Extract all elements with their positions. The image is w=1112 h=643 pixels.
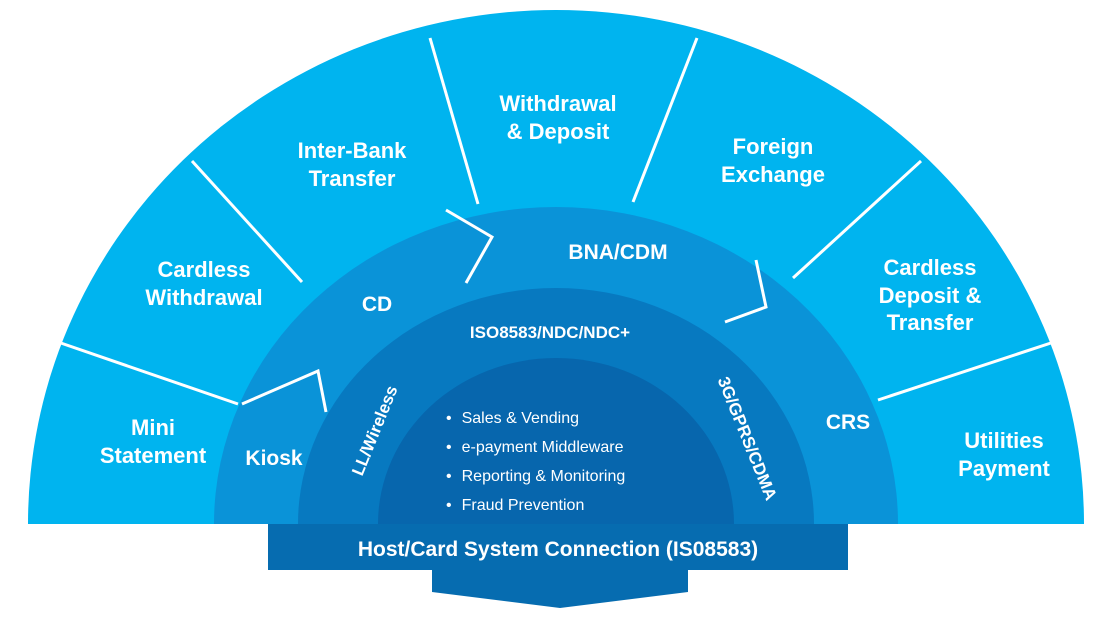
segment-mini-statement: Mini Statement <box>99 415 207 468</box>
middle-dividers <box>241 208 768 413</box>
segment-foreign-exchange: Foreign Exchange <box>721 134 825 187</box>
host-banner-bar <box>268 524 848 570</box>
list-item: e-payment Middleware <box>446 433 625 462</box>
segment-cardless-withdrawal: Cardless Withdrawal <box>145 257 263 310</box>
down-arrow <box>432 570 688 608</box>
segment-kiosk: Kiosk <box>245 447 303 470</box>
segment-withdrawal-deposit: Withdrawal & Deposit <box>499 91 617 144</box>
protocol-label: ISO8583/NDC/NDC+ <box>469 323 631 342</box>
list-item: Reporting & Monitoring <box>446 462 626 491</box>
list-item: Fraud Prevention <box>446 491 625 520</box>
segment-crs: CRS <box>825 411 871 434</box>
core-feature-list: Sales & Vending e-payment Middleware Rep… <box>446 404 626 520</box>
segment-cardless-deposit-transfer: Cardless Deposit & Transfer <box>878 255 982 335</box>
outer-dividers <box>54 37 1061 406</box>
list-item: Sales & Vending <box>446 404 625 433</box>
segment-cd: CD <box>361 293 393 316</box>
segment-inter-bank-transfer: Inter-Bank Transfer <box>297 138 407 191</box>
segment-bna-cdm: BNA/CDM <box>568 241 668 264</box>
host-banner-label: Host/Card System Connection (IS08583) <box>357 538 759 561</box>
segment-utilities-payment: Utilities Payment <box>958 428 1050 481</box>
